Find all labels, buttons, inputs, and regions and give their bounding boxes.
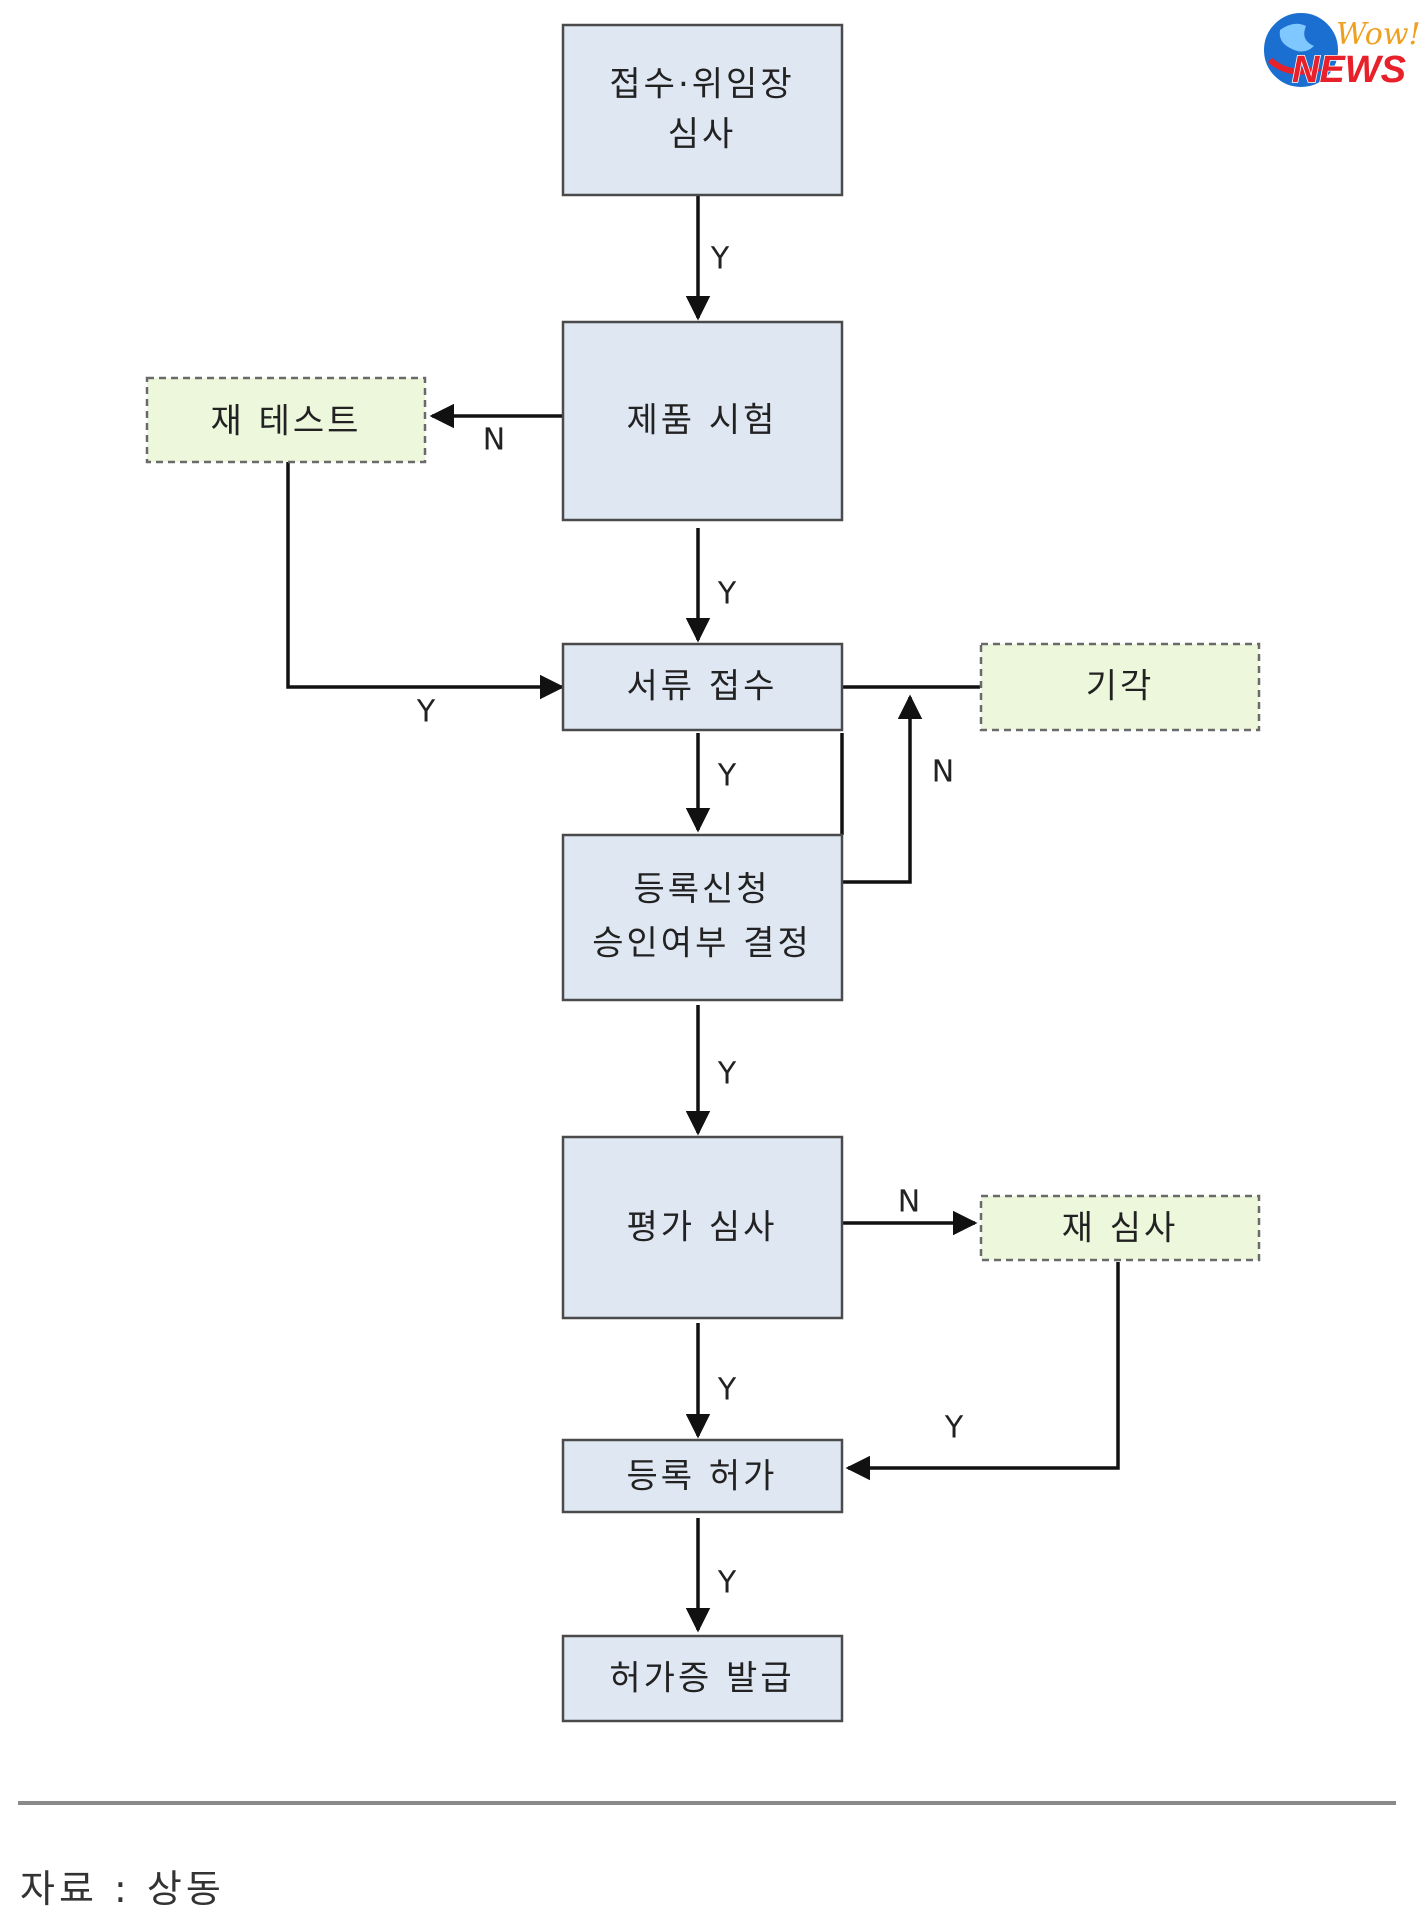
- node-product-test: 제품 시험: [561, 320, 844, 522]
- node-re-review: 재 심사: [979, 1194, 1261, 1262]
- label-reception-to-product-test: Y: [710, 242, 730, 277]
- node-document-reception-box: [561, 642, 844, 732]
- node-reception: 접수·위임장 심사: [561, 23, 844, 197]
- node-product-test-label: 제품 시험: [627, 401, 778, 441]
- node-evaluation-review-label: 평가 심사: [627, 1208, 778, 1248]
- globe-continent-shape: [1279, 23, 1314, 52]
- node-retest: 재 테스트: [145, 376, 427, 464]
- label-retest-to-document-reception: Y: [416, 695, 436, 730]
- node-permit-issuance-box: [561, 1634, 844, 1723]
- node-retest-box: [145, 376, 427, 464]
- node-reception-line1: 접수·위임장: [609, 65, 794, 105]
- edge-labels: Y N Y Y Y N Y N Y Y Y: [416, 242, 964, 1601]
- label-product-test-to-retest: N: [483, 423, 505, 458]
- label-document-reception-to-approval-decision: Y: [717, 759, 737, 794]
- node-reception-box: [561, 23, 844, 197]
- node-document-reception: 서류 접수: [561, 642, 844, 732]
- globe-highlight-shape: [1267, 57, 1321, 75]
- source-caption: 자료 : 상동: [20, 1867, 225, 1911]
- node-approval-decision-line1: 등록신청: [633, 870, 770, 910]
- node-document-reception-label: 서류 접수: [627, 667, 778, 707]
- node-registration-permit-box: [561, 1438, 844, 1514]
- edge-re-review-to-registration-permit: [845, 1262, 1120, 1481]
- node-retest-label: 재 테스트: [211, 402, 362, 442]
- label-re-review-to-registration-permit: Y: [944, 1411, 964, 1446]
- label-evaluation-review-to-re-review: N: [898, 1185, 920, 1220]
- node-reception-line2: 심사: [668, 115, 737, 155]
- connectors: [286, 196, 1120, 1633]
- node-permit-issuance-label: 허가증 발급: [609, 1659, 794, 1699]
- logo-wow-text: Wow!: [1336, 17, 1421, 52]
- node-approval-decision: 등록신청 승인여부 결정: [561, 833, 844, 1002]
- label-registration-permit-to-permit-issuance: Y: [717, 1566, 737, 1601]
- node-rejection: 기각: [979, 642, 1261, 732]
- label-approval-decision-to-rejection: N: [932, 755, 954, 790]
- node-re-review-box: [979, 1194, 1261, 1262]
- node-approval-decision-line2: 승인여부 결정: [592, 924, 812, 964]
- node-rejection-label: 기각: [1086, 667, 1155, 707]
- label-product-test-to-document-reception: Y: [717, 577, 737, 612]
- node-rejection-box: [979, 642, 1261, 732]
- node-evaluation-review: 평가 심사: [561, 1135, 844, 1320]
- node-evaluation-review-box: [561, 1135, 844, 1320]
- logo-news-text: NEWS: [1292, 49, 1406, 91]
- footer-divider: [18, 1801, 1396, 1805]
- edge-approval-decision-to-rejection-path: [842, 694, 923, 884]
- node-permit-issuance: 허가증 발급: [561, 1634, 844, 1723]
- label-approval-decision-to-evaluation-review: Y: [717, 1057, 737, 1092]
- node-registration-permit: 등록 허가: [561, 1438, 844, 1514]
- edge-retest-to-document-reception: [286, 462, 565, 700]
- label-evaluation-review-to-registration-permit: Y: [717, 1373, 737, 1408]
- wow-news-logo: Wow! NEWS: [1262, 11, 1421, 92]
- node-product-test-box: [561, 320, 844, 522]
- node-approval-decision-box: [561, 833, 844, 1002]
- node-re-review-label: 재 심사: [1062, 1209, 1179, 1249]
- node-registration-permit-label: 등록 허가: [627, 1457, 778, 1497]
